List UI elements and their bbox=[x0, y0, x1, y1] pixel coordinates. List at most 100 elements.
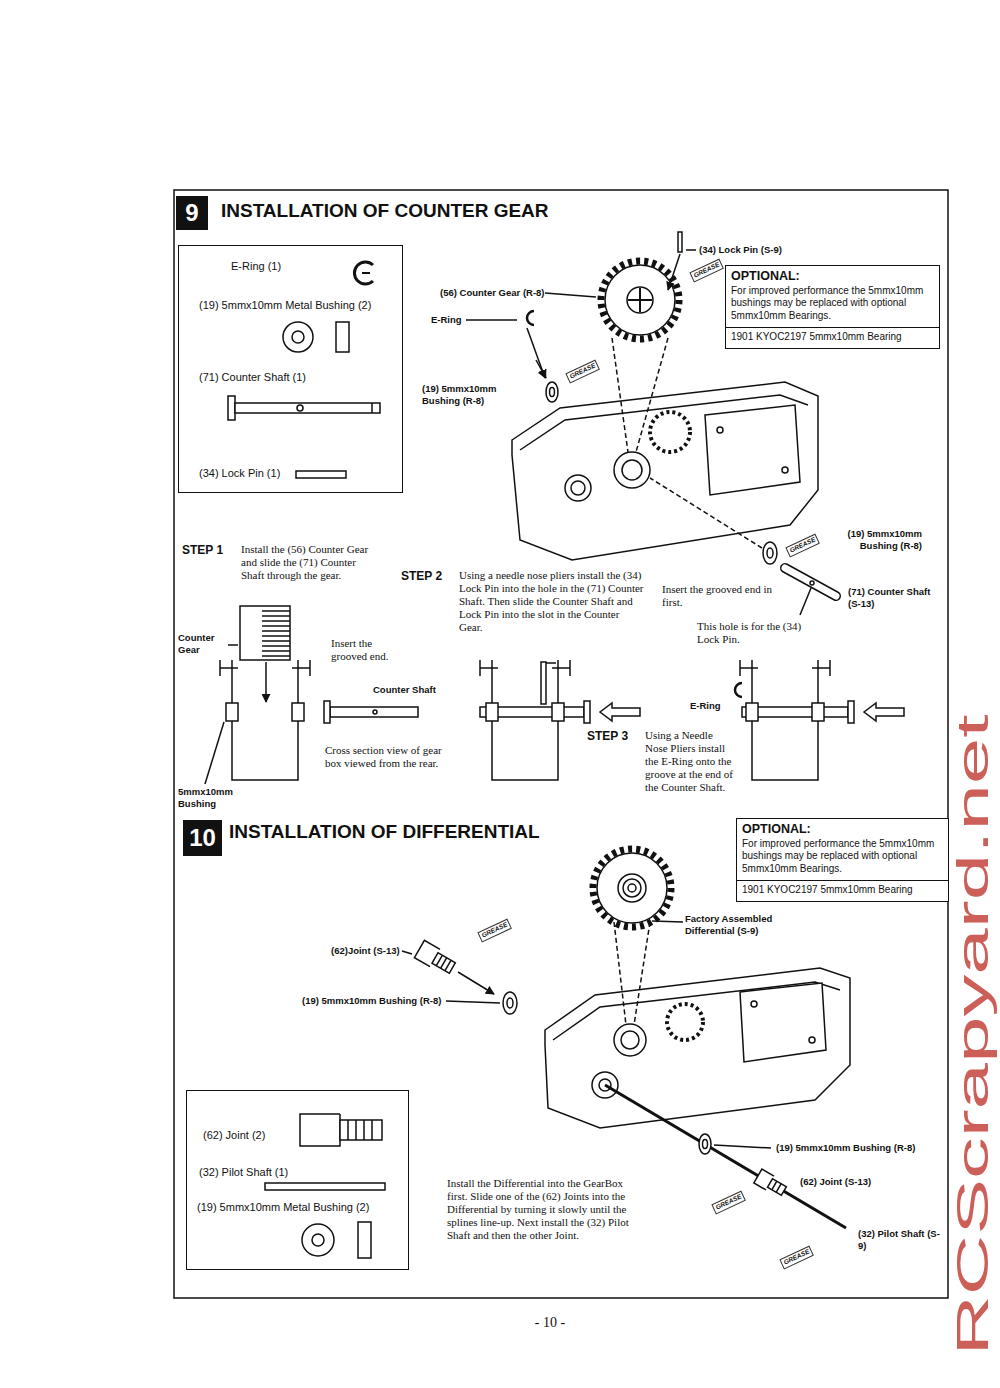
cross-section bbox=[205, 606, 904, 784]
gearbox-illustration bbox=[545, 968, 850, 1128]
cross-section bbox=[232, 660, 298, 780]
instruction-text: Cross section view of gear box viewed fr… bbox=[325, 744, 445, 770]
cross-section bbox=[240, 606, 290, 660]
small-parts bbox=[402, 951, 412, 954]
small-parts bbox=[550, 388, 555, 397]
section-badge: 9 bbox=[176, 196, 208, 230]
gearbox-illustration bbox=[740, 983, 826, 1062]
cross-section bbox=[584, 701, 590, 723]
callout-label: (62) Joint (S-13) bbox=[800, 1176, 871, 1188]
small-parts bbox=[668, 254, 680, 290]
callout-label: (32) Pilot Shaft (S-9) bbox=[858, 1228, 942, 1252]
gearbox-illustration bbox=[782, 467, 788, 473]
small-parts bbox=[785, 568, 836, 596]
section-badge: 10 bbox=[183, 820, 222, 856]
section-number: 9 bbox=[185, 201, 198, 225]
callout-label: Counter Gear bbox=[178, 632, 226, 656]
differential-gear bbox=[593, 849, 671, 927]
small-parts bbox=[414, 940, 457, 976]
part-icon bbox=[348, 1120, 372, 1140]
gearbox-illustration bbox=[717, 427, 723, 433]
optional-note-box: OPTIONAL:For improved performance the 5m… bbox=[736, 818, 949, 902]
gearbox-illustration bbox=[512, 382, 818, 560]
callout-label: (71) Counter Shaft (S-13) bbox=[848, 586, 940, 610]
small-parts bbox=[527, 328, 545, 378]
small-parts bbox=[458, 972, 494, 994]
callout-label: (19) 5mmx10mm Bushing (R-8) bbox=[822, 528, 922, 552]
cross-section bbox=[480, 660, 570, 780]
part-name: (19) 5mmx10mm Metal Bushing (2) bbox=[199, 299, 371, 312]
counter-gear bbox=[627, 287, 653, 313]
gearbox-illustration bbox=[667, 1004, 703, 1040]
gearbox-illustration bbox=[614, 1024, 646, 1056]
small-parts bbox=[785, 568, 836, 596]
cross-section bbox=[324, 701, 330, 723]
small-parts bbox=[686, 249, 696, 251]
cross-section bbox=[205, 722, 224, 784]
small-parts bbox=[754, 1169, 788, 1198]
callout-label: 5mmx10mm Bushing bbox=[178, 786, 248, 810]
part-icon bbox=[340, 1120, 382, 1140]
part-icon bbox=[235, 403, 380, 413]
small-parts bbox=[678, 232, 682, 252]
step-number: STEP 2 bbox=[401, 569, 442, 583]
cross-section bbox=[228, 644, 238, 646]
part-icon bbox=[312, 1234, 324, 1246]
section-heading: INSTALLATION OF COUNTER GEAR bbox=[221, 201, 549, 222]
page-number: - 10 - bbox=[470, 1316, 630, 1330]
instruction-text: Using a Needle Nose Pliers install the E… bbox=[645, 729, 733, 794]
watermark: RCScrapyard.net bbox=[950, 714, 994, 1355]
small-parts bbox=[703, 1140, 708, 1149]
part-name: (62) Joint (2) bbox=[203, 1129, 265, 1142]
section-number: 10 bbox=[189, 826, 216, 850]
note-text: For improved performance the 5mmx10mm bu… bbox=[742, 838, 943, 876]
cross-section bbox=[373, 710, 377, 714]
gearbox-illustration bbox=[614, 452, 650, 488]
cross-section bbox=[812, 703, 824, 721]
gearbox-illustration bbox=[612, 338, 628, 452]
small-parts bbox=[466, 319, 517, 321]
callout-label: (19) 5mmx10mm Bushing (R-8) bbox=[302, 995, 442, 1007]
part-icon bbox=[354, 262, 373, 284]
cross-section bbox=[486, 703, 498, 721]
callout-label: (19) 5mmx10mm Bushing (R-8) bbox=[422, 383, 522, 407]
counter-gear bbox=[601, 261, 679, 339]
cross-section bbox=[546, 662, 556, 664]
small-parts bbox=[545, 293, 596, 297]
note-heading: OPTIONAL: bbox=[742, 822, 943, 838]
cross-section bbox=[226, 703, 238, 721]
cross-section bbox=[552, 703, 564, 721]
gearbox-illustration bbox=[650, 478, 762, 548]
parts-list-box: (62) Joint (2)(32) Pilot Shaft (1)(19) 5… bbox=[186, 1090, 409, 1270]
cross-section bbox=[740, 660, 830, 780]
small-parts bbox=[810, 581, 814, 585]
page-frame bbox=[174, 190, 948, 1298]
gearbox-illustration bbox=[512, 338, 818, 560]
cross-section bbox=[600, 703, 640, 721]
small-parts bbox=[432, 953, 455, 973]
differential-gear bbox=[593, 849, 671, 927]
small-parts bbox=[768, 1179, 787, 1196]
gearbox-illustration bbox=[614, 922, 626, 1025]
note-text: For improved performance the 5mmx10mm bu… bbox=[731, 285, 934, 323]
part-icon bbox=[297, 405, 303, 411]
part-name: (19) 5mmx10mm Metal Bushing (2) bbox=[197, 1201, 369, 1214]
callout-label: E-Ring bbox=[431, 314, 462, 326]
instruction-text: This hole is for the (34) Lock Pin. bbox=[697, 620, 809, 646]
part-icon bbox=[265, 1183, 385, 1190]
small-parts bbox=[714, 1145, 771, 1148]
callout-label: (56) Counter Gear (R-8) bbox=[440, 287, 545, 299]
cross-section bbox=[492, 660, 558, 780]
gearbox-illustration bbox=[634, 922, 650, 1025]
gearbox-illustration bbox=[705, 405, 800, 495]
counter-gear bbox=[601, 261, 679, 339]
cross-section bbox=[480, 660, 570, 676]
note-heading: OPTIONAL: bbox=[731, 269, 934, 285]
small-parts bbox=[772, 1181, 781, 1192]
small-parts bbox=[536, 360, 546, 378]
small-parts bbox=[800, 588, 811, 615]
small-parts bbox=[763, 542, 777, 564]
part-icon bbox=[283, 322, 313, 352]
part-icon bbox=[300, 1114, 340, 1146]
